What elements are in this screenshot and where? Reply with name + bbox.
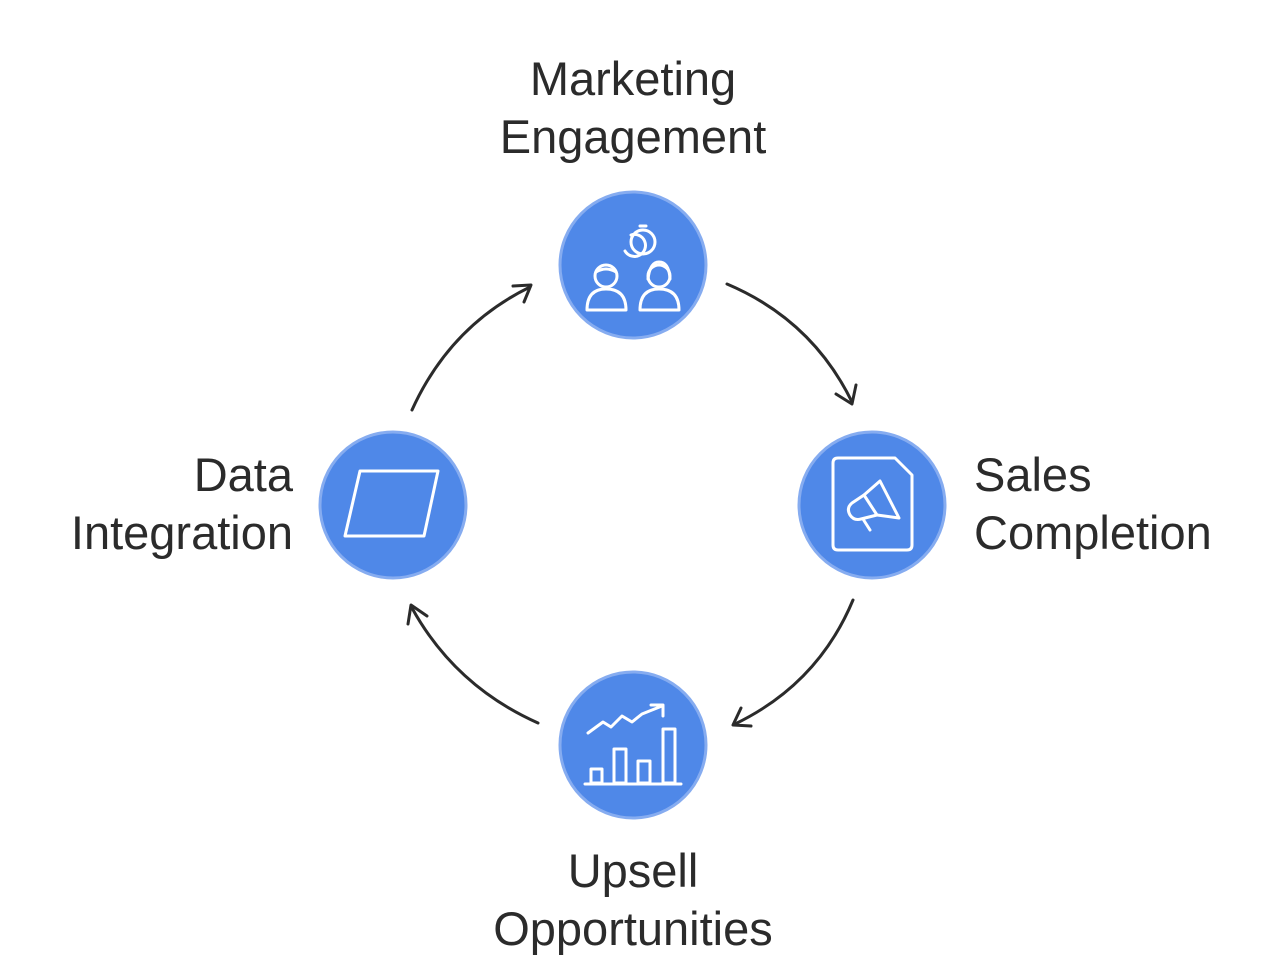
arrow-upsell-to-data xyxy=(406,603,540,725)
step-label-line: Engagement xyxy=(499,110,767,163)
node-sales-completion xyxy=(797,430,947,580)
arrow-sales-to-upsell xyxy=(731,598,855,728)
node-marketing-engagement xyxy=(558,190,708,340)
step-label-line: Integration xyxy=(70,506,293,559)
step-label-line: Marketing xyxy=(529,52,737,105)
step-label-line: Completion xyxy=(974,506,1212,559)
step-label-line: Opportunities xyxy=(493,902,773,955)
growth-chart-icon xyxy=(583,703,683,786)
step-label-marketing-engagement: Marketing Engagement xyxy=(440,50,826,166)
step-label-sales-completion: Sales Completion xyxy=(974,446,1212,562)
people-connect-icon xyxy=(585,224,681,312)
arrow-data-to-marketing xyxy=(410,283,533,412)
node-data-integration xyxy=(318,430,468,580)
step-label-data-integration: Data Integration xyxy=(71,446,293,562)
step-label-line: Data xyxy=(193,448,293,501)
step-label-line: Upsell xyxy=(567,844,699,897)
node-upsell-opportunities xyxy=(558,670,708,820)
arrow-marketing-to-sales xyxy=(725,282,858,406)
parallelogram-icon xyxy=(343,469,440,538)
step-label-line: Sales xyxy=(974,448,1092,501)
megaphone-document-icon xyxy=(831,456,914,552)
step-label-upsell-opportunities: Upsell Opportunities xyxy=(440,842,826,958)
